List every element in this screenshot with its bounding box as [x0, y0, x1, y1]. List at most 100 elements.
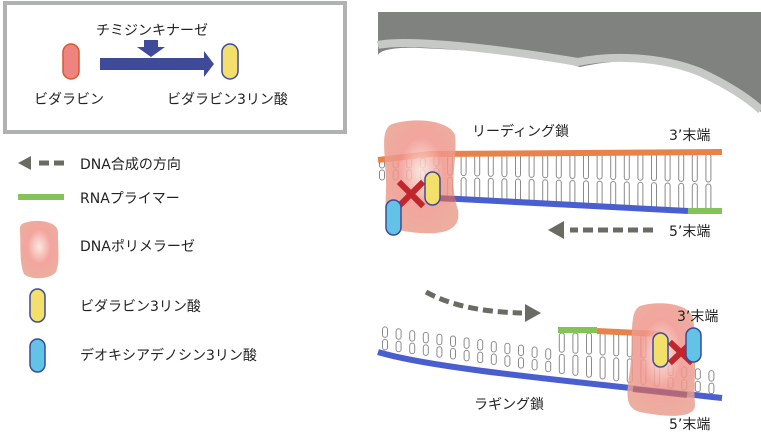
legend-label: RNAプライマー — [80, 191, 180, 207]
base-pair-rung — [613, 357, 620, 382]
base-pair-rung — [694, 368, 701, 380]
polymerase-icon — [19, 220, 59, 279]
base-pair-rung — [518, 344, 524, 357]
base-pair-rung — [409, 342, 416, 355]
incorporated-nucleotide-band — [632, 386, 688, 398]
base-pair-rung — [528, 153, 535, 178]
base-pair-rung — [694, 380, 701, 393]
lagging-3-end-label: 3’末端 — [677, 309, 719, 325]
base-pair-rung — [463, 337, 470, 349]
base-pair-rung — [678, 153, 685, 182]
base-pair-rung — [569, 179, 576, 206]
base-pair-rung — [436, 346, 443, 358]
base-pair-rung — [501, 153, 508, 178]
base-pair-rung — [596, 153, 603, 180]
base-pair-rung — [460, 153, 467, 177]
base-pair-rung — [395, 328, 402, 340]
base-pair-rung — [490, 353, 497, 365]
replication-fork-edge — [377, 39, 761, 113]
base-pair-rung — [678, 182, 685, 212]
leading-strand-title: リーディング鎖 — [472, 124, 570, 140]
base-pair-rung — [558, 332, 565, 353]
base-pair-rung — [586, 332, 592, 355]
base-pair-rung — [474, 153, 481, 177]
lagging-synthesis-direction-arrow — [424, 289, 541, 322]
leading-3-end-label: 3’末端 — [669, 128, 711, 144]
base-pair-rung — [583, 180, 589, 207]
green-bar-icon — [18, 194, 64, 200]
vidarabine-capsule — [62, 43, 80, 80]
base-pair-rung — [528, 178, 535, 204]
base-pair-rung — [545, 348, 552, 360]
base-pair-rung — [691, 153, 698, 183]
leading-synthesis-direction-arrow — [548, 221, 653, 239]
base-pair-rung — [518, 357, 524, 369]
base-pair-rung — [599, 356, 606, 380]
base-pair-rung — [422, 344, 429, 356]
base-pair-rung — [651, 182, 657, 210]
base-pair-rung — [623, 181, 630, 209]
base-pair-rung — [504, 355, 511, 367]
legend-label: デオキシアデノシン3リン酸 — [80, 348, 257, 364]
base-pair-rung — [422, 331, 429, 344]
yellow-capsule-icon — [29, 288, 46, 323]
base-pair-rung — [651, 153, 657, 182]
base-pair-rung — [487, 153, 494, 177]
vidarabine-triphosphate-capsule — [652, 332, 669, 368]
blue-capsule-icon — [29, 338, 46, 373]
deoxyadenosine-triphosphate-capsule — [385, 199, 402, 236]
base-pair-rung — [664, 182, 671, 211]
base-pair-rung — [504, 342, 511, 355]
base-pair-rung — [708, 370, 715, 382]
deoxyadenosine-triphosphate-capsule — [685, 327, 702, 363]
base-pair-rung — [450, 335, 456, 348]
base-pair-rung — [395, 340, 402, 353]
base-pair-rung — [542, 153, 549, 179]
base-pair-rung — [583, 153, 589, 180]
base-pair-rung — [542, 179, 549, 205]
base-pair-rung — [501, 178, 508, 202]
base-pair-rung — [555, 179, 562, 205]
leading-5-end-label: 5’末端 — [669, 224, 711, 240]
base-pair-rung — [531, 346, 538, 358]
base-pair-rung — [613, 332, 620, 357]
base-pair-rung — [531, 358, 538, 371]
base-pair-rung — [409, 330, 416, 342]
base-pair-rung — [569, 153, 576, 179]
base-pair-rung — [572, 354, 579, 376]
base-pair-rung — [705, 183, 712, 213]
vidarabine-triphosphate-capsule — [221, 43, 239, 80]
substrate-label: ビダラビン — [34, 92, 104, 108]
blocked-x-icon — [396, 179, 426, 209]
lagging-5-end-label: 5’末端 — [669, 417, 711, 433]
base-pair-rung — [382, 326, 388, 338]
dashed-arrow-icon — [18, 156, 64, 170]
legend-label: DNA合成の方向 — [80, 157, 181, 173]
legend-label: ビダラビン3リン酸 — [80, 299, 201, 315]
legend-label: DNAポリメラーゼ — [80, 239, 195, 255]
product-label: ビダラビン3リン酸 — [167, 92, 288, 108]
base-pair-rung — [460, 177, 467, 200]
base-pair-rung — [599, 332, 606, 356]
base-pair-rung — [463, 349, 470, 362]
base-pair-rung — [555, 153, 562, 179]
base-pair-rung — [586, 355, 592, 378]
base-pair-rung — [637, 153, 644, 181]
base-pair-rung — [436, 333, 443, 346]
base-pair-rung — [623, 153, 630, 181]
base-pair-rung — [664, 153, 671, 182]
base-pair-rung — [545, 360, 552, 373]
base-pair-rung — [705, 153, 712, 183]
lagging-strand-title: ラギング鎖 — [474, 397, 544, 413]
base-pair-rung — [382, 338, 388, 351]
base-pair-rung — [691, 183, 698, 212]
base-pair-rung — [379, 169, 385, 181]
enzyme-label: チミジンキナーゼ — [96, 23, 208, 39]
base-pair-rung — [515, 153, 521, 178]
base-pair-rung — [637, 181, 644, 210]
base-pair-rung — [610, 181, 617, 208]
base-pair-rung — [610, 153, 617, 181]
base-pair-rung — [490, 340, 497, 353]
base-pair-rung — [474, 177, 481, 201]
